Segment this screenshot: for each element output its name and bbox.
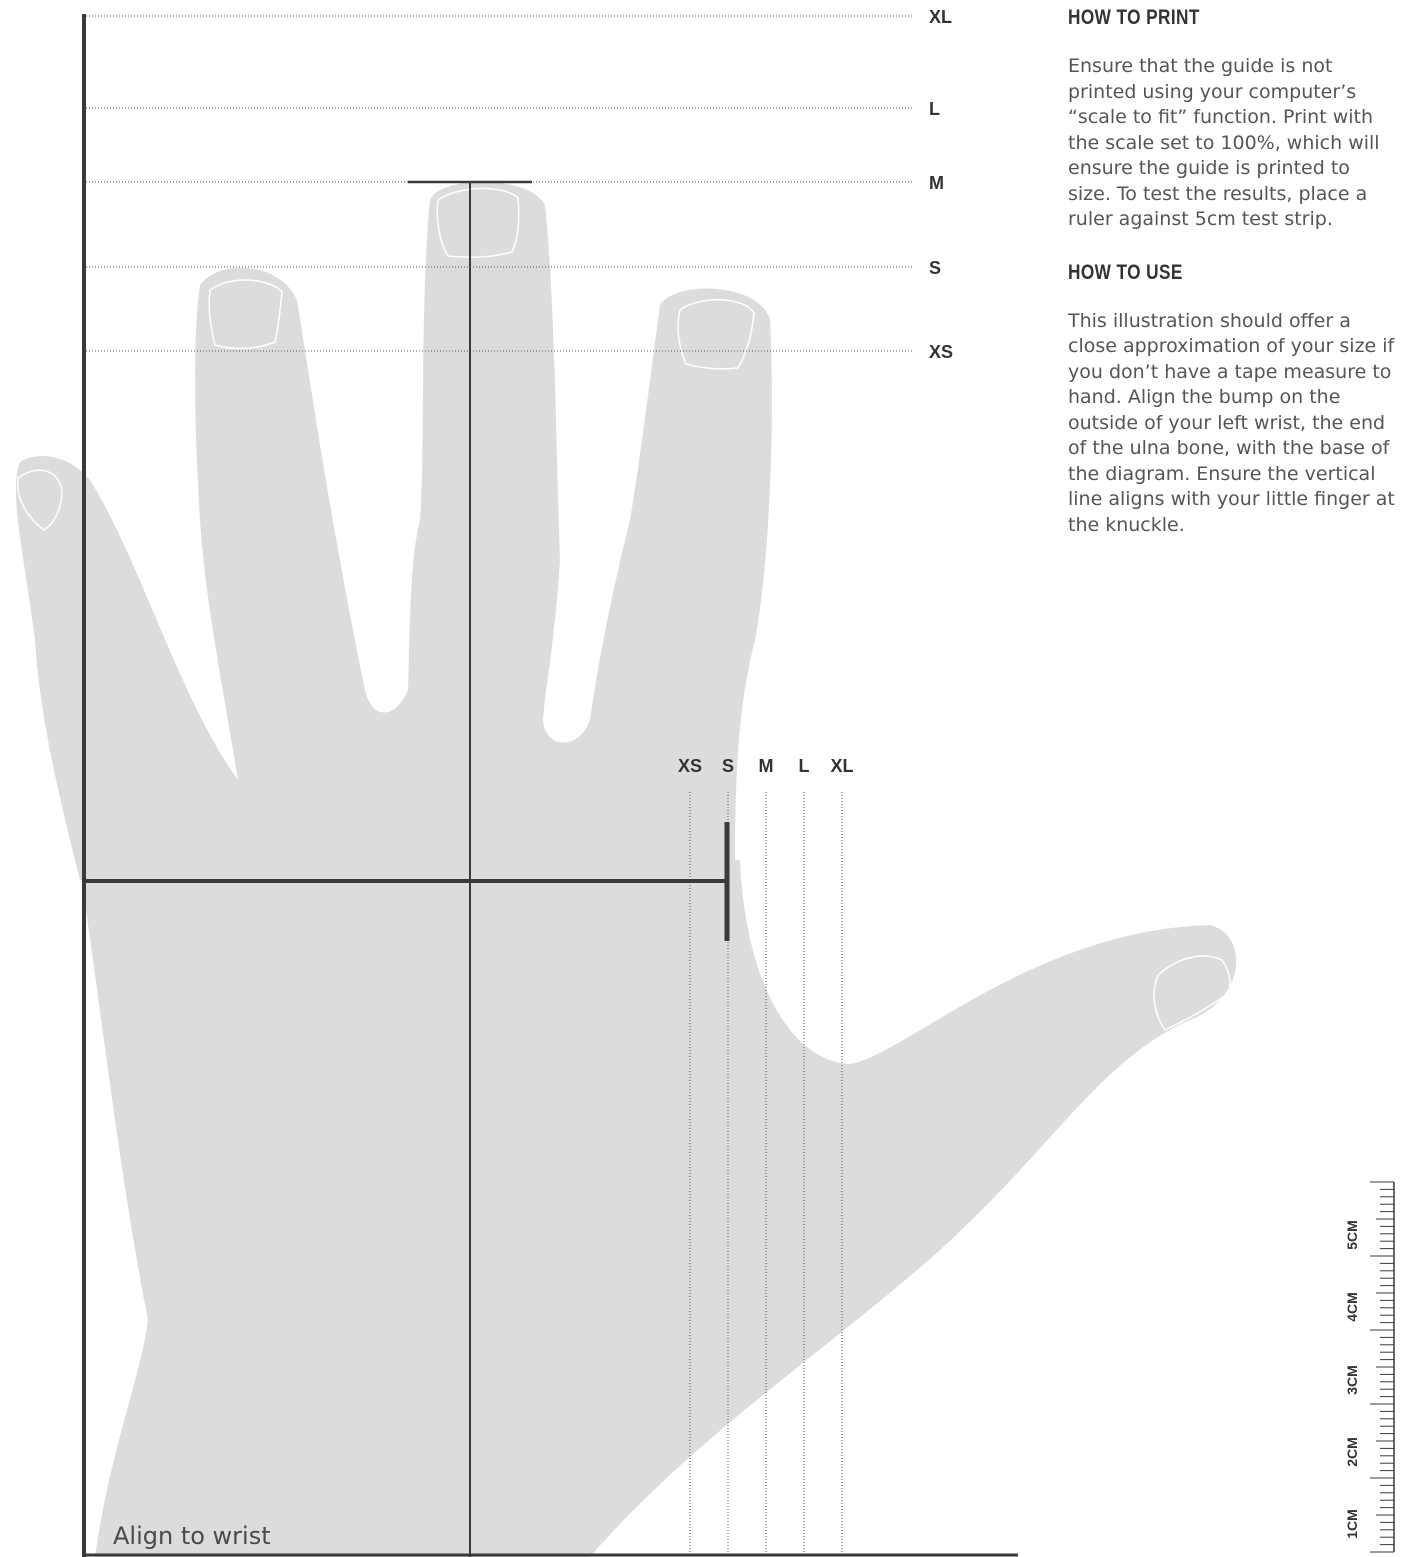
ruler-label-3cm: 3CM [1344,1365,1360,1395]
ruler-label-5cm: 5CM [1344,1220,1360,1250]
instructions-panel: HOW TO PRINT Ensure that the guide is no… [1068,6,1398,566]
length-size-labels: XL L M S XS [929,7,953,362]
how-to-print-text: Ensure that the guide is not printed usi… [1068,54,1398,233]
length-label-m: M [929,173,944,193]
width-label-m: M [759,756,774,776]
how-to-use-text: This illustration should offer a close a… [1068,309,1398,539]
width-label-s: S [722,756,734,776]
width-label-xs: XS [678,756,702,776]
how-to-use-heading: HOW TO USE [1068,261,1339,285]
length-label-xs: XS [929,342,953,362]
ruler-label-2cm: 2CM [1344,1437,1360,1467]
align-to-wrist-label: Align to wrist [113,1522,271,1550]
ruler-ticks [1370,1182,1394,1552]
length-label-l: L [929,99,940,119]
length-label-s: S [929,258,941,278]
ruler-label-1cm: 1CM [1344,1509,1360,1539]
test-ruler: 5CM 4CM 3CM 2CM 1CM [1344,1182,1394,1552]
ruler-label-4cm: 4CM [1344,1292,1360,1322]
hand-silhouette [16,182,1236,1557]
length-label-xl: XL [929,7,952,27]
width-label-l: L [799,756,810,776]
width-label-xl: XL [830,756,853,776]
how-to-print-heading: HOW TO PRINT [1068,6,1339,30]
